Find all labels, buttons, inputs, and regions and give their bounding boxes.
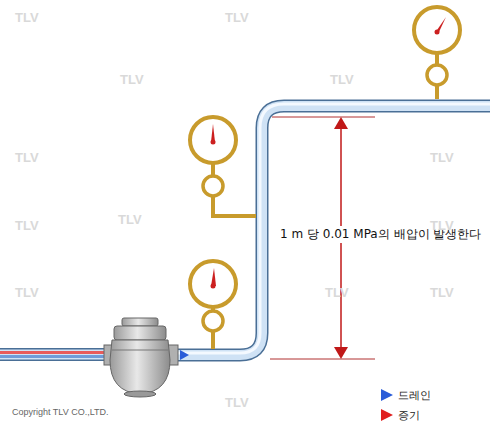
condensate-flow bbox=[0, 355, 110, 358]
watermark: TLV bbox=[15, 10, 39, 25]
copyright-text: Copyright TLV CO.,LTD. bbox=[12, 407, 109, 417]
watermark: TLV bbox=[15, 150, 39, 165]
watermark: TLV bbox=[330, 72, 354, 87]
watermark: TLV bbox=[15, 285, 39, 300]
steam-trap bbox=[104, 318, 178, 397]
inlet-pipe bbox=[0, 348, 110, 361]
steam-flow bbox=[0, 351, 110, 354]
dimension-note: 1 m 당 0.01 MPa의 배압이 발생한다 bbox=[278, 226, 487, 243]
pipe-highlight bbox=[178, 104, 490, 353]
watermark: TLV bbox=[325, 285, 349, 300]
pipe bbox=[178, 106, 490, 355]
watermark: TLV bbox=[120, 72, 144, 87]
watermark: TLV bbox=[430, 218, 454, 233]
legend-text: 드레인 bbox=[398, 388, 431, 403]
legend-arrow bbox=[380, 388, 394, 402]
pipe-outline bbox=[178, 106, 490, 355]
watermark: TLV bbox=[118, 212, 142, 227]
flow-arrow bbox=[180, 350, 189, 360]
legend-text: 증기 bbox=[398, 408, 420, 423]
inlet-pipe bbox=[0, 350, 110, 360]
pressure-gauge bbox=[190, 261, 236, 349]
legend-swatch bbox=[381, 409, 393, 421]
watermark: TLV bbox=[430, 285, 454, 300]
pressure-gauge bbox=[190, 117, 256, 216]
watermark: TLV bbox=[225, 395, 249, 410]
legend-arrow bbox=[380, 408, 394, 422]
legend-swatch bbox=[381, 389, 393, 401]
watermark: TLV bbox=[225, 10, 249, 25]
watermark: TLV bbox=[430, 150, 454, 165]
pressure-gauge bbox=[414, 7, 460, 99]
watermark: TLV bbox=[15, 218, 39, 233]
